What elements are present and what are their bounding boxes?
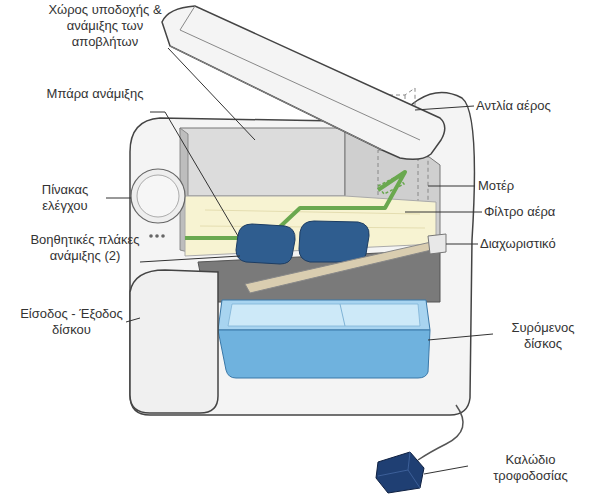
power-cord: [418, 405, 463, 460]
mixing-plate: [299, 221, 369, 262]
leader-line: [106, 198, 131, 199]
divider-holder: [428, 234, 446, 254]
control-panel: [131, 169, 185, 223]
leader-line: [140, 256, 240, 262]
part-label: Διαχωριστικό: [480, 236, 595, 252]
front-panel: [130, 270, 218, 413]
leader-line: [424, 466, 468, 474]
lid: [162, 6, 445, 159]
leader-line: [428, 334, 493, 340]
part-label: Συρόμενος δίσκος: [494, 320, 592, 352]
part-label: Πίνακας ελέγχου: [20, 182, 110, 214]
leader-line: [168, 48, 255, 140]
leader-line: [126, 318, 140, 322]
tray-front: [218, 330, 430, 378]
indicator-dot: [149, 234, 153, 238]
indicator-dot: [161, 234, 165, 238]
tray-inner: [228, 304, 420, 326]
part-label: Μπάρα ανάμιξης: [40, 86, 150, 102]
part-label: Αντλία αέρος: [476, 98, 591, 114]
leader-line: [405, 212, 482, 213]
indicator-dot: [155, 234, 159, 238]
part-label: Βοηθητικές πλάκες ανάμιξης (2): [30, 232, 140, 264]
leader-line: [150, 112, 238, 236]
tray-inner-line: [340, 304, 345, 326]
control-panel-inner: [137, 175, 179, 217]
mixing-plate: [236, 224, 295, 264]
cavity-back-wall: [180, 128, 345, 196]
leader-line: [446, 244, 478, 245]
power-adapter: [376, 452, 424, 493]
part-label: Είσοδος - Έξοδος δίσκου: [14, 306, 129, 338]
part-label: Φίλτρο αέρα: [484, 204, 594, 220]
leader-line: [415, 106, 474, 110]
divider-strip: [245, 240, 444, 293]
tray-top: [218, 300, 430, 330]
leader-line: [428, 186, 475, 187]
part-label: Καλώδιο τροφοδοσίας: [468, 452, 593, 484]
lid-edge: [170, 6, 420, 150]
part-label: Χώρος υποδοχής & ανάμιξης των αποβλήτων: [44, 2, 166, 50]
mixing-bar: [185, 172, 405, 238]
adapter-edge: [378, 452, 420, 488]
leader-lines: [106, 48, 493, 474]
part-label: Μοτέρ: [478, 178, 588, 194]
